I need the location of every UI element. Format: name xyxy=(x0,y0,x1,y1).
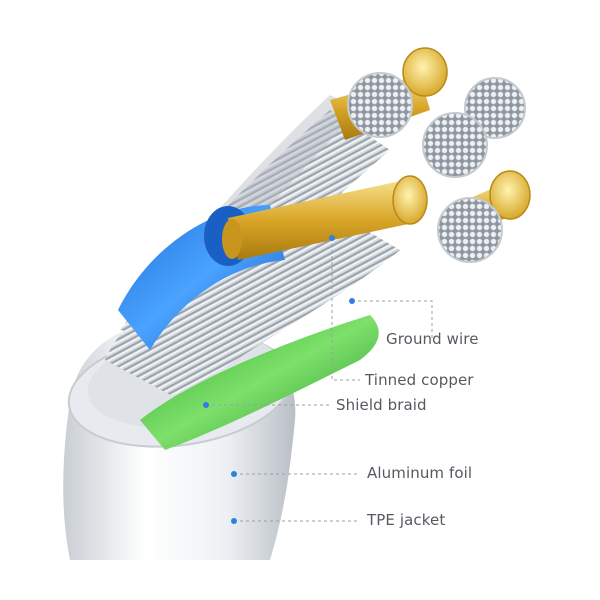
label-tpe-jacket: TPE jacket xyxy=(367,511,446,529)
callout-dots xyxy=(203,235,355,524)
callout-dot-icon xyxy=(349,298,355,304)
callout-dot-icon xyxy=(203,402,209,408)
green-wire-shape xyxy=(140,315,379,450)
label-ground-wire: Ground wire xyxy=(386,330,479,348)
gold-conductor-front xyxy=(222,175,428,260)
callout-dot-icon xyxy=(231,518,237,524)
strand-bundles xyxy=(330,47,531,263)
callout-dot-icon xyxy=(231,471,237,477)
label-aluminum-foil: Aluminum foil xyxy=(367,464,473,482)
callout-dot-icon xyxy=(329,235,335,241)
label-shield-braid: Shield braid xyxy=(336,396,427,414)
leader-line-ground-wire xyxy=(352,300,433,338)
leader-lines xyxy=(206,238,433,522)
label-tinned-copper: Tinned copper xyxy=(365,371,474,389)
